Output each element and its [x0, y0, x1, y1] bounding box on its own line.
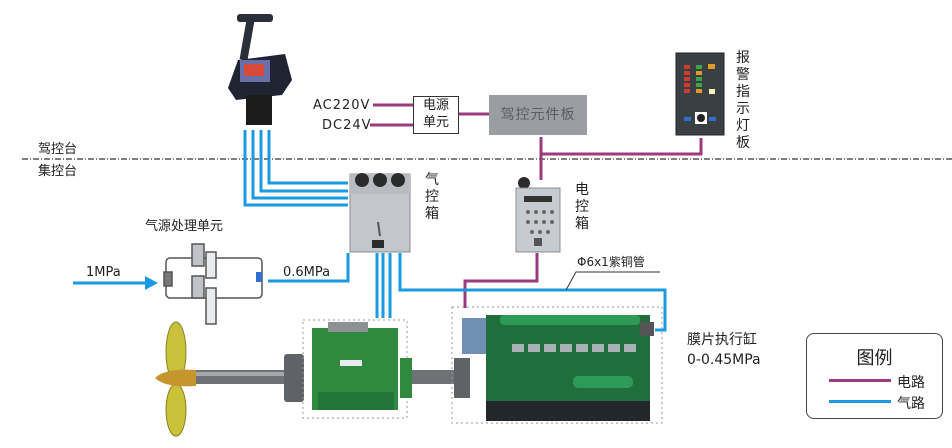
- main-engine: [451, 306, 663, 424]
- bridge-zone-label: 驾控台: [38, 142, 78, 157]
- pipe-spec-label: Φ6x1紫铜管: [577, 255, 645, 269]
- legend-pneumatic-label: 气路: [897, 396, 925, 412]
- alarm-panel-label: 报警指示灯板: [736, 50, 750, 151]
- ebox-to-engine-line: [463, 253, 539, 308]
- gearbox: [302, 319, 412, 419]
- pneumatic-line-swatch: [829, 400, 891, 403]
- pneumatic-box-label: 气控箱: [425, 172, 439, 222]
- alarm-indicator-panel: [675, 52, 725, 136]
- bridge-control-panel: 驾控元件板: [489, 95, 587, 135]
- dc-input-label: DC24V: [322, 118, 372, 133]
- air-treatment-label: 气源处理单元: [145, 219, 224, 234]
- pneumatic-lines: [73, 130, 667, 332]
- input-pressure-label: 1MPa: [86, 265, 121, 280]
- ac-input-label: AC220V: [313, 98, 371, 113]
- power-supply-unit: 电源 单元: [413, 96, 459, 134]
- propeller: [155, 321, 196, 437]
- output-pressure-label: 0.6MPa: [283, 265, 331, 280]
- legend-title: 图例: [856, 348, 893, 369]
- pneumatic-control-box: [349, 173, 411, 253]
- air-treatment-unit: [163, 243, 263, 325]
- electric-control-box: [515, 177, 561, 253]
- bridge-control-lever: [228, 14, 292, 125]
- electric-lines: [370, 103, 703, 308]
- power-unit-line2: 单元: [422, 115, 449, 130]
- actuator-pressure-label: 0-0.45MPa: [687, 352, 761, 368]
- electric-line-swatch: [829, 379, 891, 382]
- power-unit-line1: 电源: [422, 98, 449, 113]
- legend: 图例 电路 气路: [806, 333, 943, 419]
- engine-room-zone-label: 集控台: [38, 164, 78, 179]
- electric-box-label: 电控箱: [575, 182, 589, 232]
- propeller-shaft: [196, 354, 470, 402]
- pipe-spec-leader: [565, 271, 660, 291]
- panel-to-alarm-line: [539, 137, 703, 156]
- actuator-label: 膜片执行缸: [687, 332, 757, 348]
- legend-electric-label: 电路: [897, 375, 925, 391]
